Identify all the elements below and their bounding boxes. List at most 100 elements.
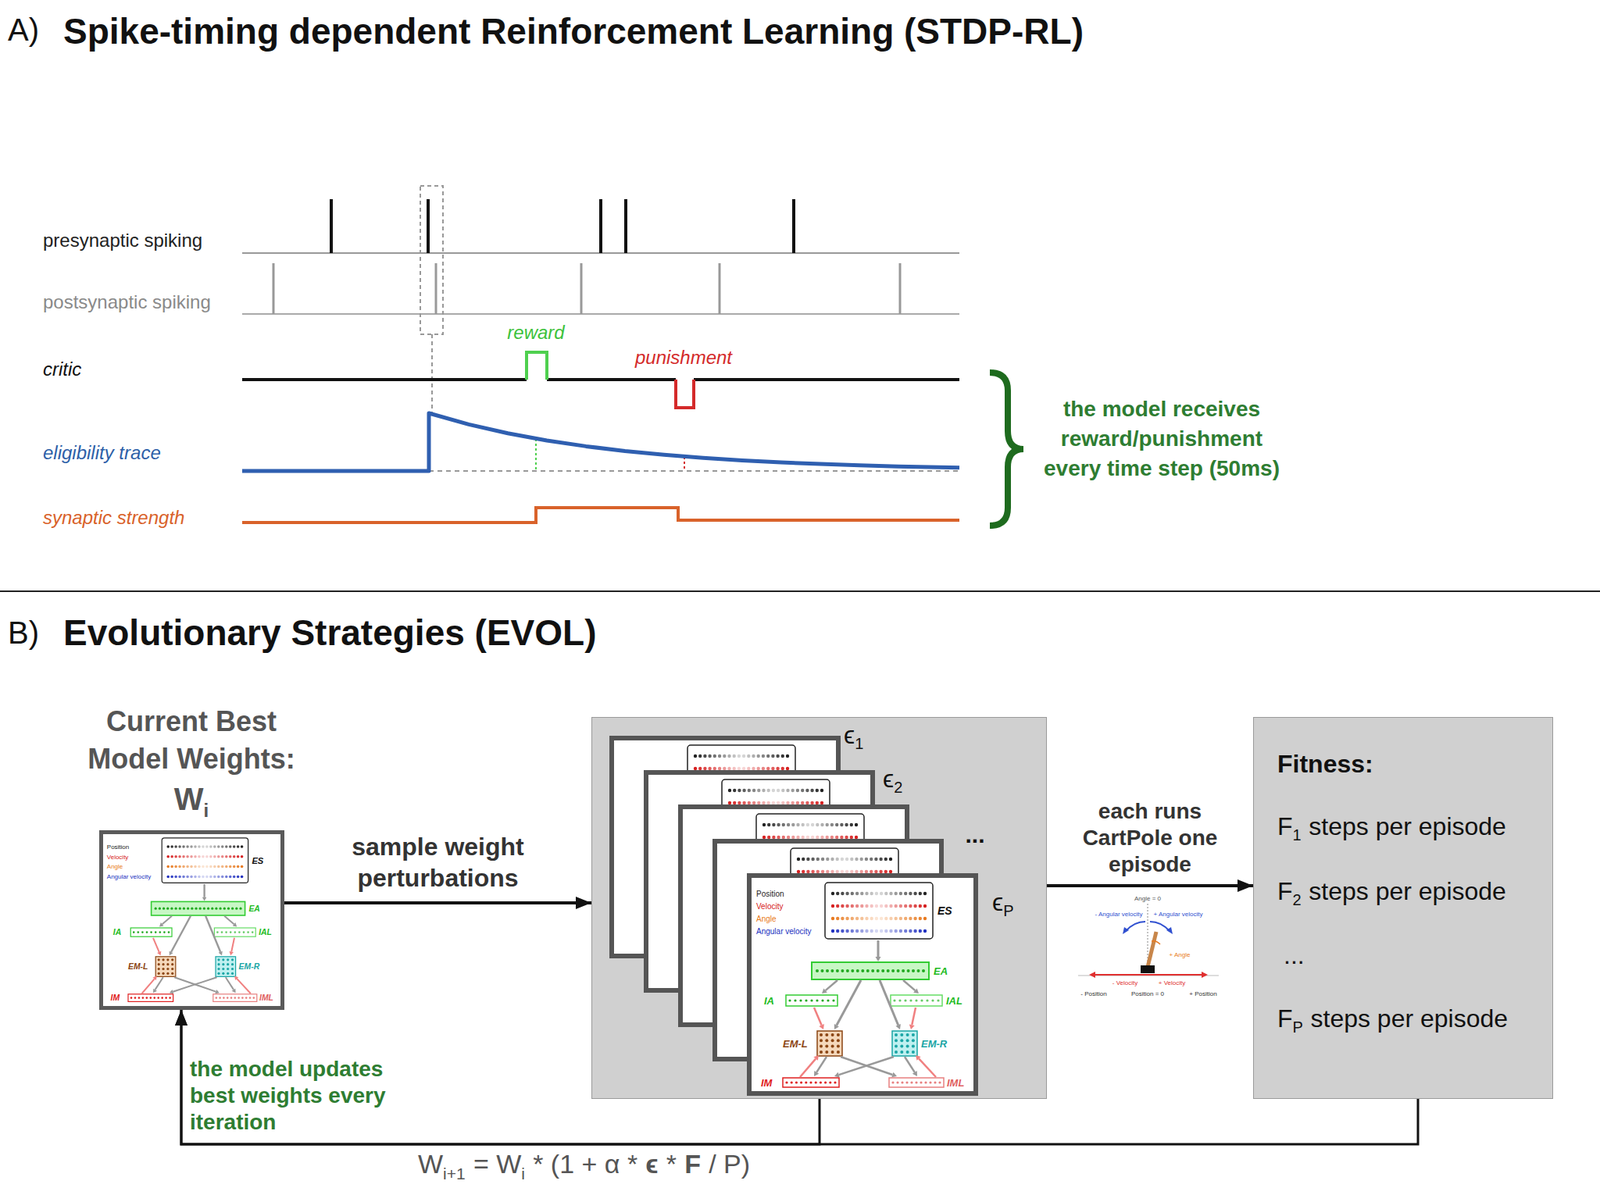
neuron-dot bbox=[806, 857, 810, 861]
spike bbox=[426, 199, 430, 254]
neuron-dot bbox=[933, 1081, 936, 1084]
population-box bbox=[215, 957, 236, 978]
neuron-dot bbox=[703, 767, 707, 771]
neuron-dot bbox=[835, 904, 840, 908]
neuron-dot bbox=[824, 1081, 827, 1084]
neuron-dot bbox=[210, 907, 214, 911]
reward-marker bbox=[535, 439, 537, 472]
neuron-dot bbox=[186, 907, 190, 911]
population-label: IA bbox=[113, 928, 122, 938]
neuron-dot bbox=[766, 754, 770, 758]
neuron-dot bbox=[875, 892, 879, 896]
neuron-dot bbox=[850, 835, 854, 840]
neuron-dot bbox=[899, 929, 903, 933]
neuron-dot bbox=[240, 875, 244, 879]
neuron-dot bbox=[796, 823, 800, 827]
neuron-dot bbox=[906, 1045, 910, 1049]
cartpole-sketch bbox=[1078, 903, 1219, 979]
neuron-dot bbox=[918, 904, 922, 908]
neuron-dot bbox=[251, 931, 254, 934]
mini-arrow bbox=[877, 940, 880, 958]
formula-part: = W bbox=[473, 1149, 522, 1179]
mini-arrow bbox=[171, 916, 191, 953]
neuron-dot bbox=[226, 963, 229, 966]
neuron-dot bbox=[197, 875, 201, 879]
coincidence-box bbox=[420, 185, 443, 335]
formula-part: * (1 + α * bbox=[532, 1149, 638, 1179]
neuron-dot bbox=[801, 835, 805, 840]
neuron-dot bbox=[814, 1081, 818, 1084]
punishment-marker bbox=[683, 457, 686, 472]
neuron-dot bbox=[189, 845, 193, 849]
neuron-dot bbox=[855, 917, 859, 921]
neuron-dot bbox=[821, 969, 825, 973]
neuron-dot bbox=[727, 754, 731, 758]
mini-arrowhead bbox=[891, 1072, 897, 1079]
neuron-dot bbox=[914, 1081, 918, 1084]
neuron-dot bbox=[236, 865, 240, 869]
formula-part: / P) bbox=[708, 1149, 750, 1179]
neuron-dot bbox=[860, 892, 864, 896]
population-box bbox=[817, 1031, 843, 1057]
neuron-dot bbox=[693, 754, 697, 758]
mini-arrowhead bbox=[875, 957, 882, 962]
neuron-dot bbox=[240, 855, 244, 859]
neuron-dot bbox=[742, 789, 746, 793]
neuron-dot bbox=[788, 999, 791, 1002]
neuron-dot bbox=[757, 767, 761, 771]
neuron-dot bbox=[924, 1081, 927, 1084]
neuron-dot bbox=[805, 789, 809, 793]
neuron-dot bbox=[728, 789, 732, 793]
neuron-dot bbox=[218, 996, 222, 1000]
neuron-dot bbox=[166, 963, 169, 966]
neuron-dot bbox=[234, 996, 237, 1000]
spike bbox=[329, 199, 333, 254]
neuron-dot bbox=[835, 929, 840, 933]
symbol: ϵ bbox=[882, 764, 894, 793]
neuron-dot bbox=[850, 969, 854, 973]
neuron-dot bbox=[737, 801, 741, 805]
neuron-dot bbox=[213, 875, 217, 879]
mini-arrow bbox=[814, 1007, 822, 1026]
population-box bbox=[892, 1031, 918, 1057]
neuron-dot bbox=[776, 835, 780, 840]
neuron-dot bbox=[197, 845, 201, 849]
neuron-dot bbox=[209, 845, 213, 849]
cartpole-label: + Position bbox=[1189, 990, 1217, 998]
neuron-dot bbox=[914, 999, 918, 1002]
neuron-dot bbox=[825, 1045, 829, 1049]
neuron-dot bbox=[168, 996, 172, 1000]
neuron-dot bbox=[170, 865, 174, 869]
neuron-dot bbox=[225, 865, 229, 869]
neuron-dot bbox=[178, 845, 182, 849]
neuron-dot bbox=[918, 917, 922, 921]
neuron-dot bbox=[217, 845, 221, 849]
section-title: Spike-timing dependent Reinforcement Lea… bbox=[63, 7, 1126, 55]
neuron-dot bbox=[908, 892, 912, 896]
subscripted-text: ϵ1 bbox=[843, 721, 864, 754]
neuron-dot bbox=[171, 972, 174, 975]
neuron-dot bbox=[231, 958, 234, 961]
neuron-dot bbox=[221, 875, 225, 879]
fitness-text: steps per episode bbox=[1310, 1004, 1508, 1033]
neuron-dot bbox=[835, 892, 840, 896]
neuron-dot bbox=[228, 845, 233, 849]
velocity-head bbox=[1089, 971, 1096, 979]
network-card: PositionVelocityAngleAngular velocityESE… bbox=[746, 873, 979, 1097]
neuron-dot bbox=[821, 999, 824, 1002]
population-box bbox=[151, 901, 246, 916]
neuron-dot bbox=[793, 999, 797, 1002]
neuron-dot bbox=[911, 1039, 915, 1043]
neuron-dot bbox=[775, 767, 779, 771]
mini-arrow bbox=[904, 1057, 915, 1073]
neuron-dot bbox=[737, 754, 741, 758]
neuron-dot bbox=[182, 865, 186, 869]
neuron-dot bbox=[900, 1033, 904, 1037]
row-label: synaptic strength bbox=[42, 507, 185, 529]
neuron-dot bbox=[866, 969, 870, 973]
mini-arrow bbox=[224, 916, 234, 925]
neuron-dot bbox=[150, 931, 153, 934]
velocity-head bbox=[1201, 971, 1208, 979]
neuron-dot bbox=[831, 929, 835, 933]
neuron-dot bbox=[771, 754, 775, 758]
